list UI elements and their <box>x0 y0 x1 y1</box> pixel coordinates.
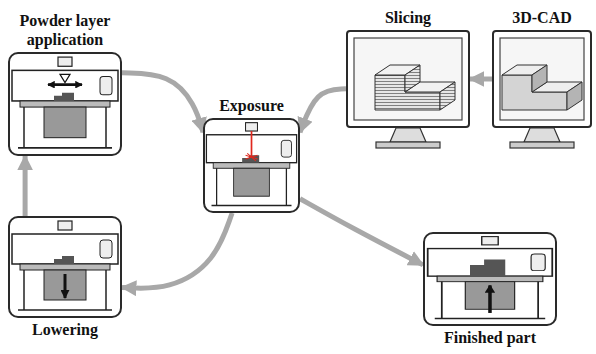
machine-panel: Lowering <box>8 216 122 318</box>
powder-machine <box>12 57 118 148</box>
process-arrow <box>23 156 28 216</box>
machine-panel: Exposure <box>203 118 300 213</box>
monitor-panel: Slicing <box>346 30 470 128</box>
monitor-panel: 3D-CAD <box>492 30 592 128</box>
finished-machine <box>428 237 553 319</box>
process-arrow <box>300 199 423 265</box>
process-arrow <box>122 213 232 288</box>
exposure-machine <box>206 123 296 206</box>
step-label: Exposure <box>197 97 307 115</box>
cad-monitor <box>500 38 584 148</box>
lowering-machine <box>12 221 118 310</box>
process-arrow <box>122 73 203 132</box>
process-arrow <box>470 77 492 82</box>
step-label: 3D-CAD <box>492 9 592 27</box>
process-arrow <box>300 89 346 132</box>
step-label: Powder layer application <box>0 12 130 49</box>
slicing-monitor <box>354 38 462 148</box>
machine-panel: Finished part <box>423 232 557 326</box>
machine-panel: Powder layer application <box>8 52 122 156</box>
step-label: Lowering <box>5 321 125 339</box>
step-label: Finished part <box>423 329 557 347</box>
step-label: Slicing <box>348 9 468 27</box>
